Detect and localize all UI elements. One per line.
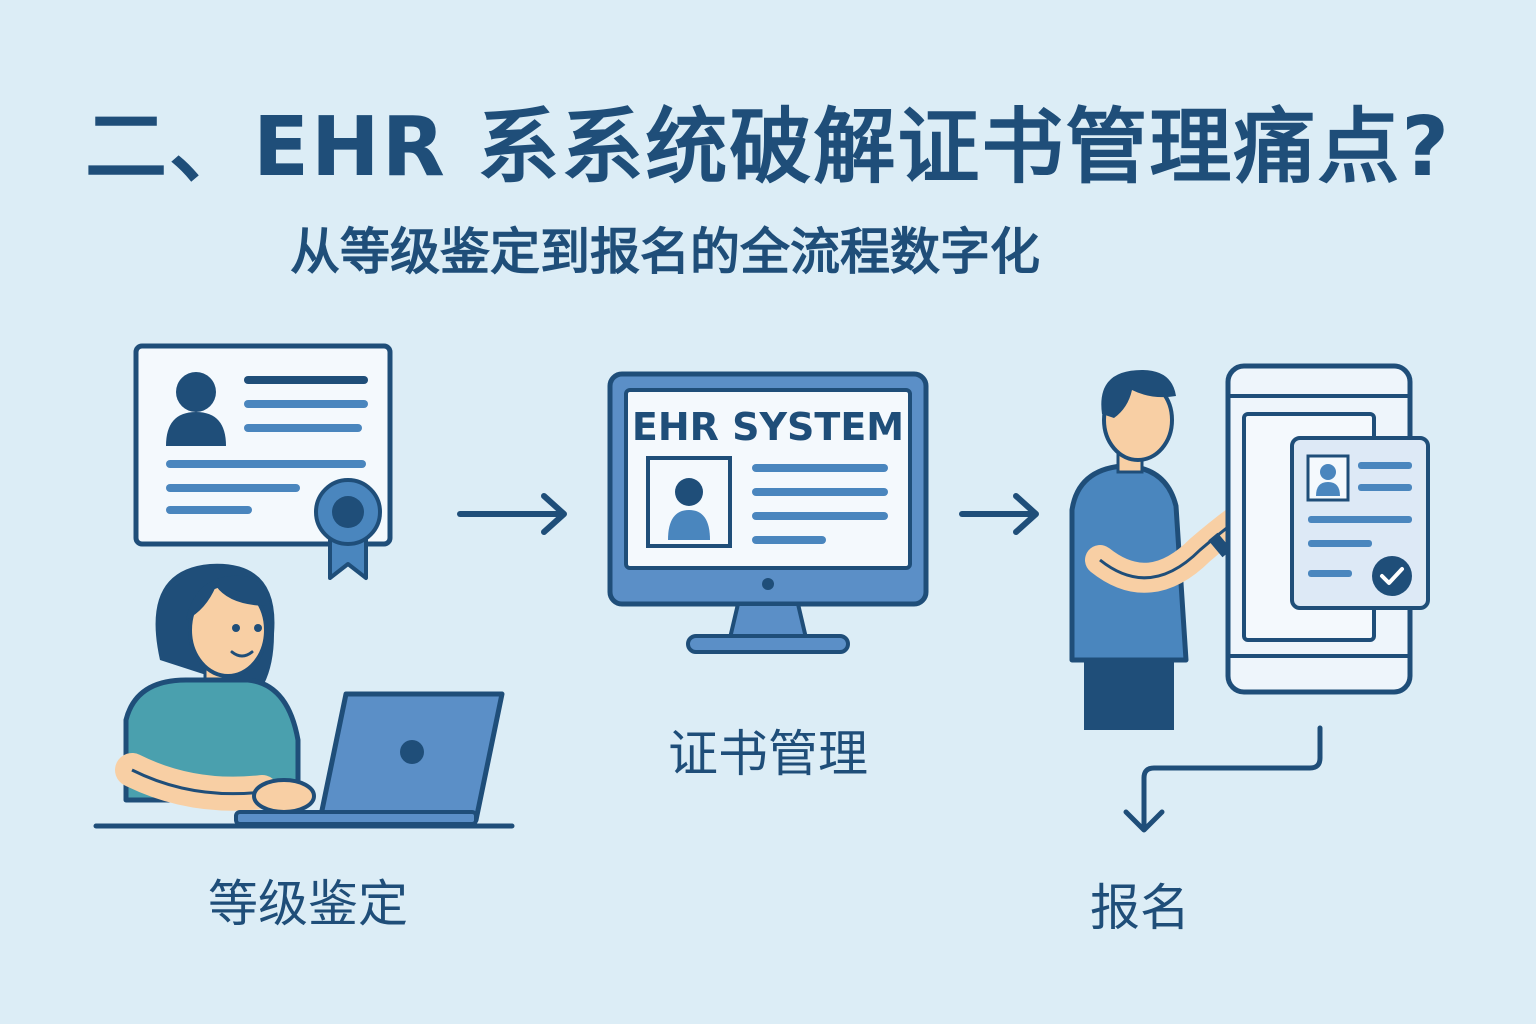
laptop-icon [93,691,515,829]
smartphone-icon [1225,363,1430,695]
monitor-icon: EHR SYSTEM [607,371,929,654]
woman-illustration [115,563,316,814]
certificate-icon [133,343,393,547]
page-title: 二、EHR 系系统破解证书管理痛点? [85,100,1451,195]
arrow-down-icon [1123,725,1323,833]
stage-label-assessment: 等级鉴定 [208,875,408,933]
stage-label-certificate: 证书管理 [668,725,868,783]
screen-title: EHR SYSTEM [632,405,904,449]
arrow-right-icon [959,493,1039,535]
arrow-right-icon [457,493,567,535]
stage-label-registration: 报名 [1090,879,1190,937]
checkmark-icon [1372,556,1412,596]
rosette-icon [314,478,382,580]
page-subtitle: 从等级鉴定到报名的全流程数字化 [290,223,1040,281]
